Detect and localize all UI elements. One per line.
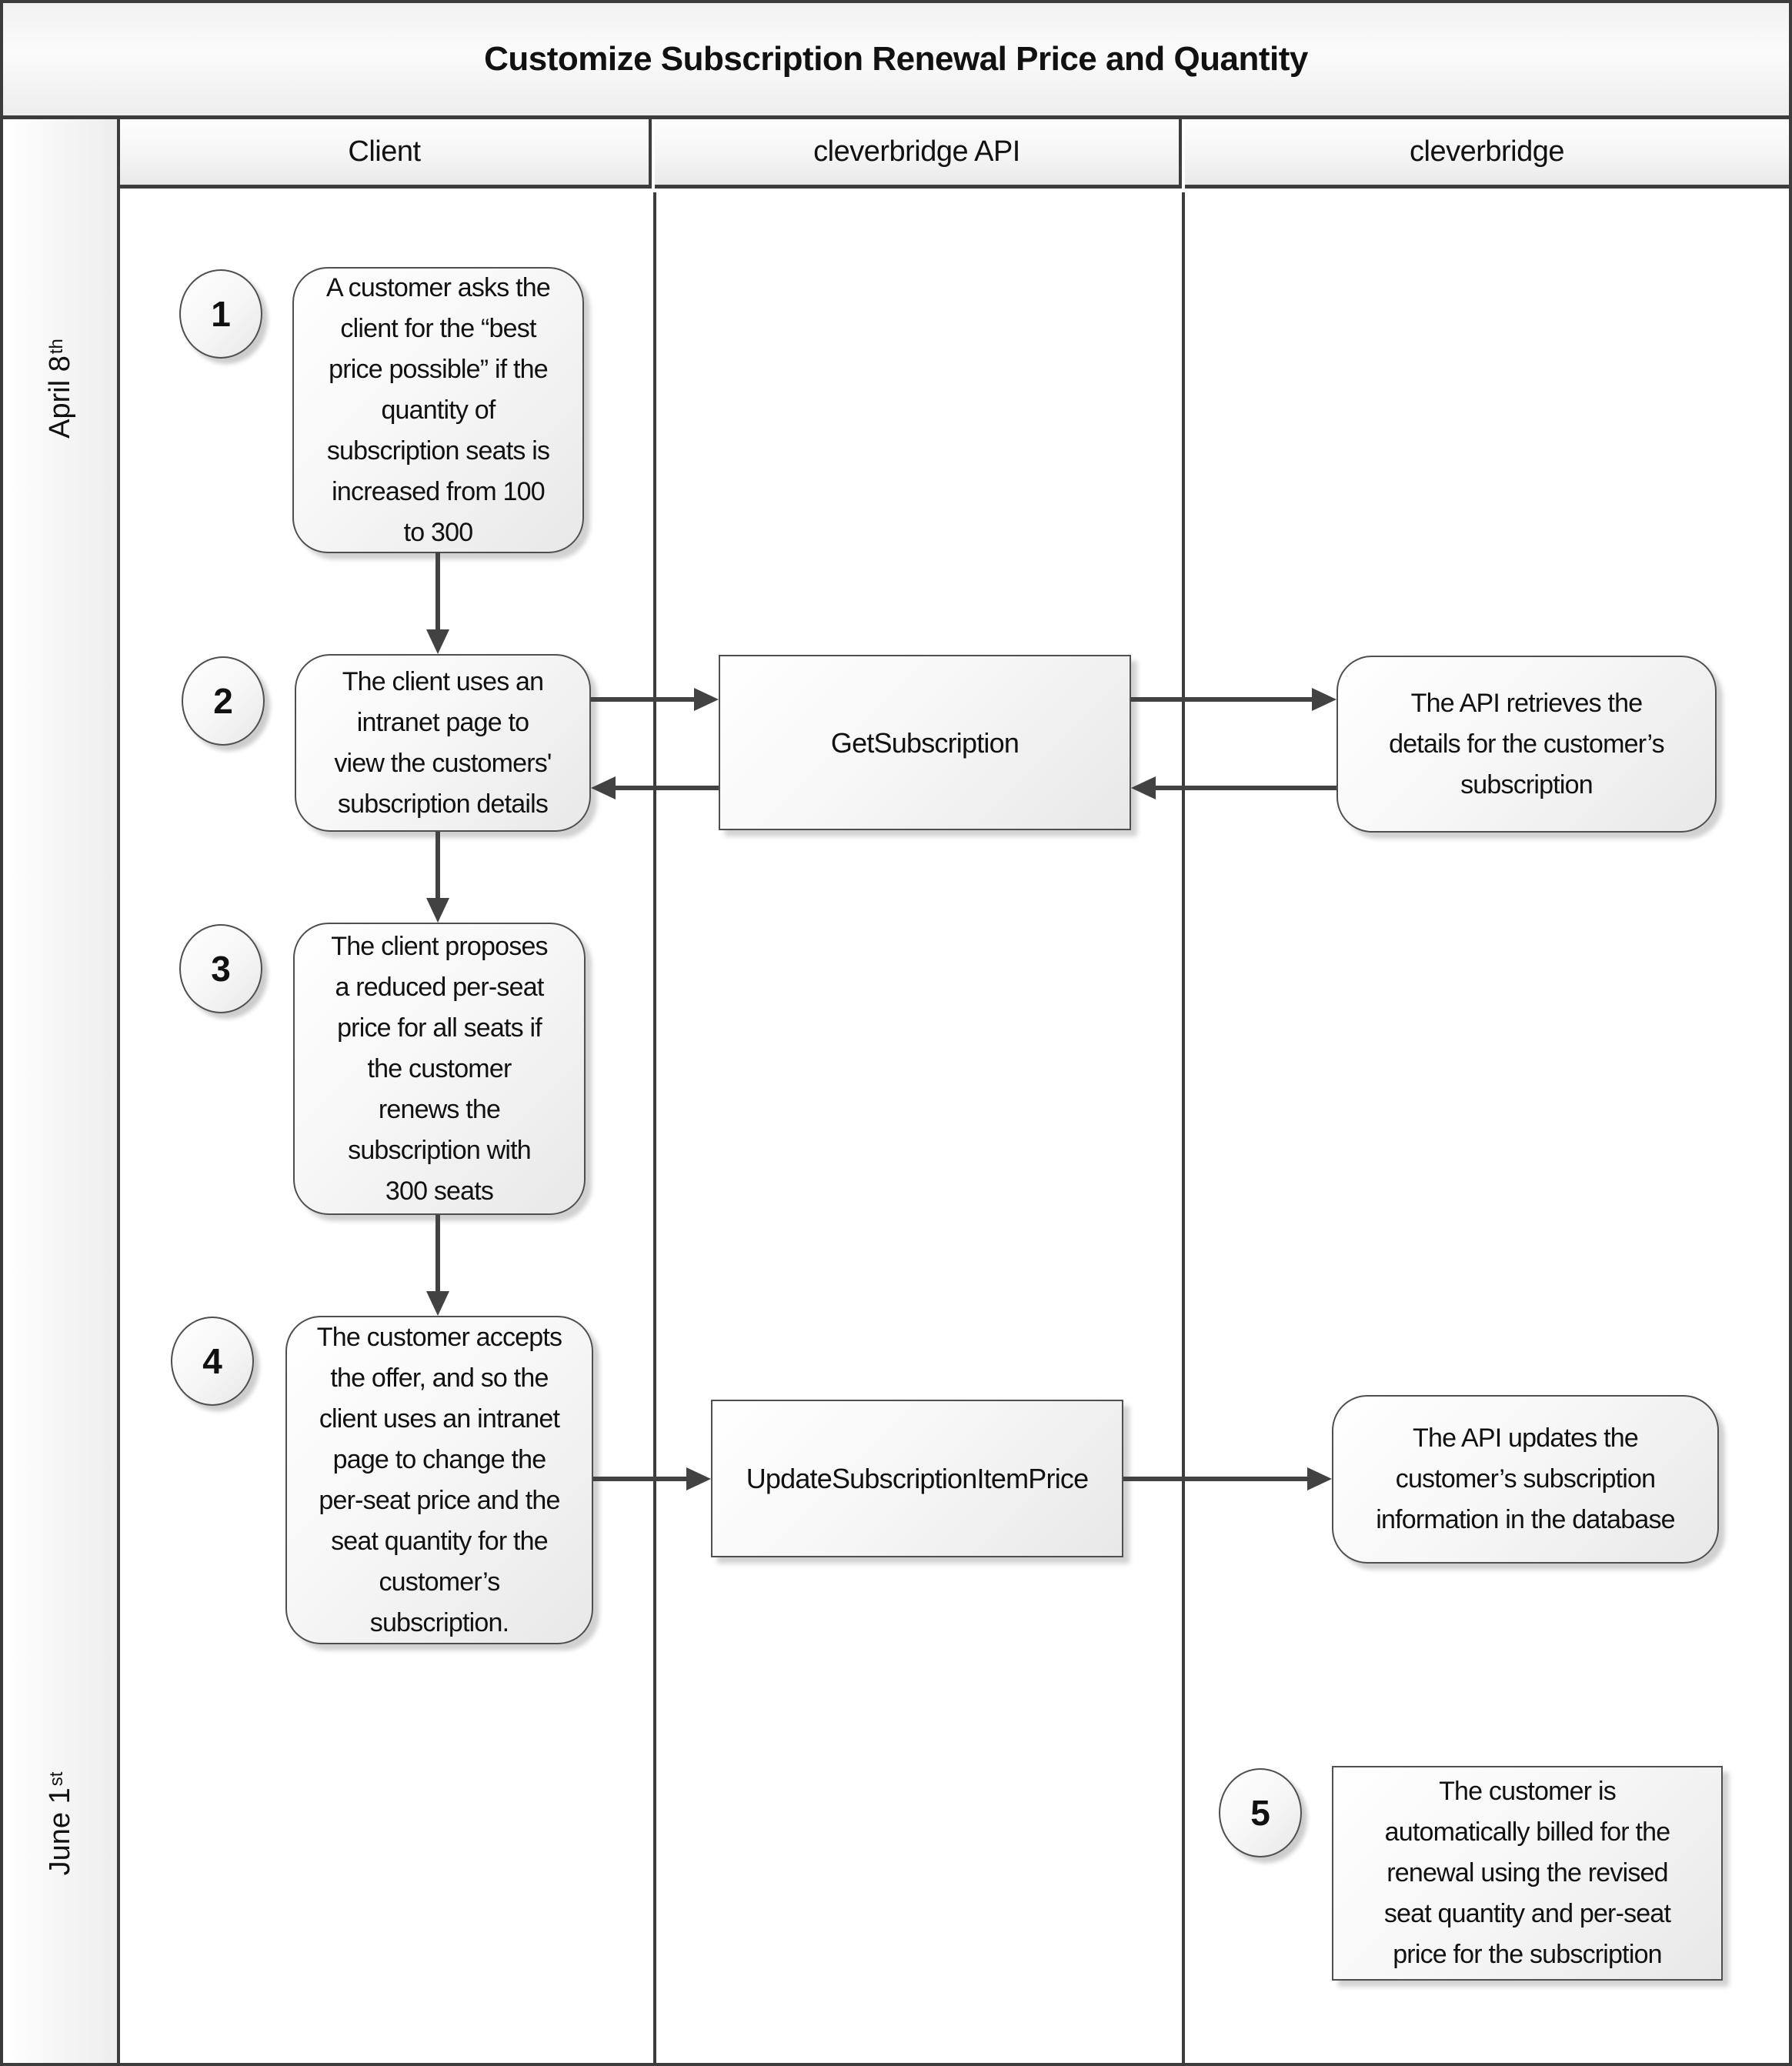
- lane-divider-2: [1182, 192, 1185, 2063]
- step-badge-4: 4: [171, 1317, 254, 1406]
- arrow-step2-to-step3-head: [426, 898, 449, 923]
- api-call-getsubscription-box: GetSubscription: [719, 655, 1131, 830]
- api-retrieves-subscription-box: The API retrieves the details for the cu…: [1336, 656, 1717, 833]
- step-1-box: A customer asks the client for the “best…: [292, 267, 584, 553]
- step-badge-1: 1: [179, 269, 262, 359]
- arrow-step4-to-update-line: [593, 1477, 688, 1481]
- arrow-update-to-db-line: [1123, 1477, 1309, 1481]
- arrow-step2-to-get-head: [694, 688, 719, 711]
- diagram-title: Customize Subscription Renewal Price and…: [484, 40, 1308, 78]
- arrow-get-to-step2-line: [614, 786, 719, 790]
- arrow-retrieve-to-get-head: [1131, 776, 1156, 799]
- api-call-updatesubscriptionitemprice-box: UpdateSubscriptionItemPrice: [711, 1400, 1123, 1557]
- arrow-step3-to-step4-head: [426, 1291, 449, 1316]
- arrow-step3-to-step4-line: [435, 1215, 440, 1293]
- arrow-step4-to-update-head: [686, 1467, 711, 1490]
- step-2-box: The client uses an intranet page to view…: [295, 654, 591, 832]
- lane-divider-1: [653, 192, 656, 2063]
- arrow-get-to-step2-head: [591, 776, 616, 799]
- step-4-box: The customer accepts the offer, and so t…: [285, 1316, 593, 1644]
- arrow-step1-to-step2-line: [435, 552, 440, 631]
- api-updates-database-box: The API updates the customer’s subscript…: [1332, 1395, 1719, 1564]
- arrow-retrieve-to-get-line: [1154, 786, 1336, 790]
- lane-header-client: Client: [120, 119, 652, 189]
- step-badge-5: 5: [1219, 1768, 1302, 1857]
- arrow-step2-to-step3-line: [435, 832, 440, 901]
- step-badge-3: 3: [179, 924, 262, 1013]
- arrow-step1-to-step2-head: [426, 629, 449, 654]
- arrow-step2-to-get-line: [591, 697, 696, 702]
- step-3-box: The client proposes a reduced per-seat p…: [293, 923, 586, 1215]
- arrow-update-to-db-head: [1307, 1467, 1332, 1490]
- lane-header-cleverbridge: cleverbridge: [1185, 119, 1789, 189]
- title-band: Customize Subscription Renewal Price and…: [3, 3, 1789, 119]
- step-5-box: The customer is automatically billed for…: [1332, 1766, 1723, 1981]
- lane-header-cleverbridge-api: cleverbridge API: [655, 119, 1182, 189]
- step-badge-2: 2: [182, 656, 265, 746]
- arrow-get-to-retrieve-line: [1131, 697, 1313, 702]
- arrow-get-to-retrieve-head: [1312, 688, 1336, 711]
